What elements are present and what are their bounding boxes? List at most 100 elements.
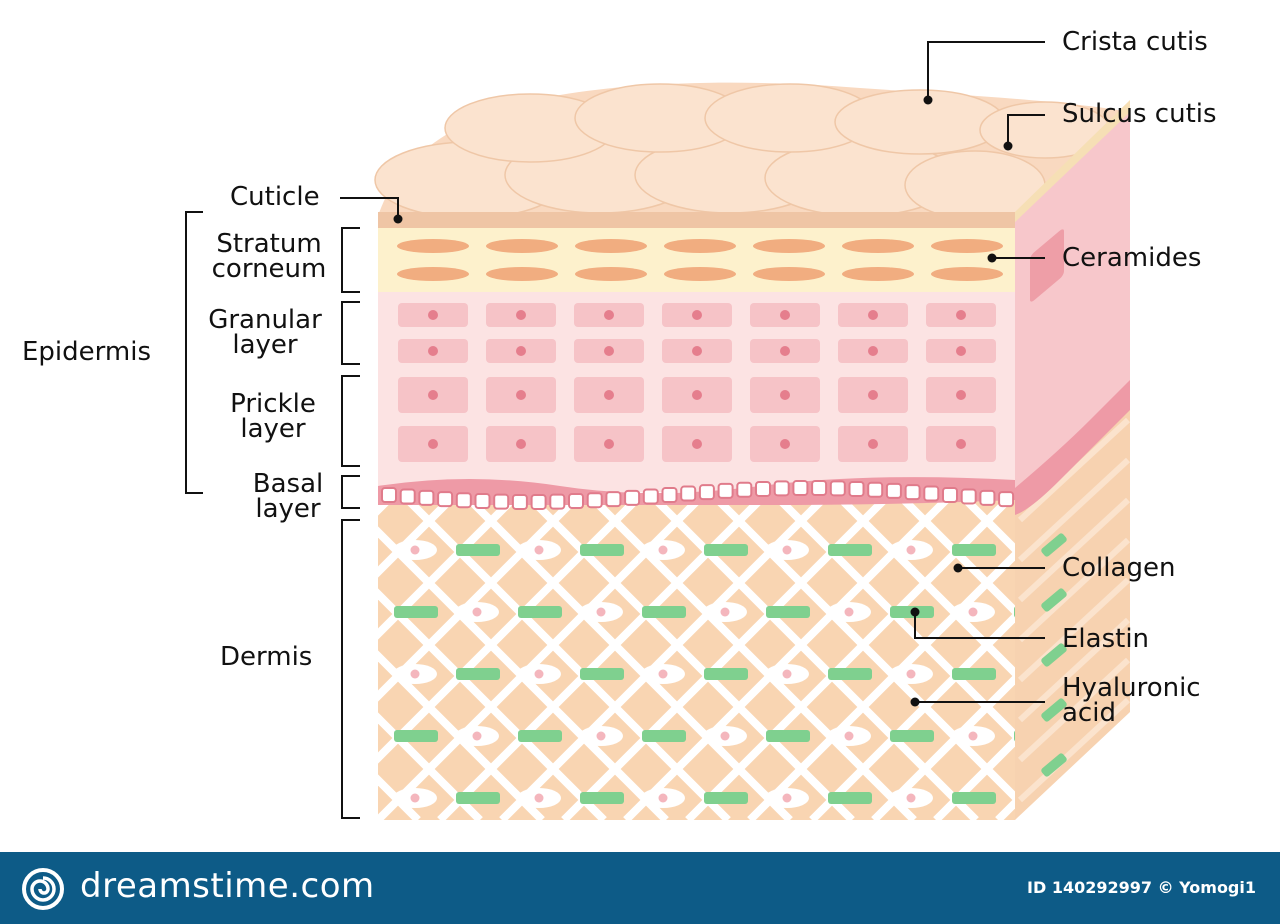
ceramide-cell <box>397 267 469 281</box>
cell-nucleus <box>428 390 438 400</box>
basal-cell <box>792 480 809 497</box>
hyaluronic-nucleus <box>472 607 482 617</box>
elastin-fiber <box>704 544 748 556</box>
elastin-fiber <box>580 792 624 804</box>
dermis-cells <box>393 540 1015 808</box>
hyaluronic-nucleus <box>720 607 730 617</box>
ceramide-cell <box>753 267 825 281</box>
cell-nucleus <box>428 439 438 449</box>
cell-nucleus <box>516 346 526 356</box>
collagen-fiber <box>1184 470 1280 820</box>
cell-nucleus <box>692 439 702 449</box>
basal-cell <box>642 488 659 505</box>
collagen-fiber <box>0 470 108 820</box>
label-hyaluronic-acid: Hyaluronic acid <box>1062 673 1201 728</box>
cell-nucleus <box>780 346 790 356</box>
basal-cell <box>605 491 622 508</box>
basal-cell <box>511 493 528 510</box>
basal-cell <box>942 487 958 503</box>
hyaluronic-nucleus <box>596 607 606 617</box>
hyaluronic-nucleus <box>534 669 544 679</box>
basal-cell <box>904 484 921 501</box>
ceramide-cell <box>753 239 825 253</box>
cell-nucleus <box>516 439 526 449</box>
label-elastin: Elastin <box>1062 624 1150 654</box>
basal-cell <box>568 493 584 510</box>
collagen-fiber <box>437 483 793 820</box>
cell-nucleus <box>956 346 966 356</box>
basal-cell <box>811 480 828 497</box>
cell-nucleus <box>604 310 614 320</box>
basal-cell <box>549 493 566 510</box>
leader-lines <box>185 41 1045 819</box>
collagen-fiber <box>871 483 1015 820</box>
collagen-fiber <box>1017 537 1130 643</box>
collagen-fiber <box>0 470 46 820</box>
elastin-fiber <box>828 668 872 680</box>
collagen-fiber <box>1017 697 1130 803</box>
collagen-fiber <box>1017 457 1130 563</box>
hyaluronic-nucleus <box>782 545 792 555</box>
basal-cell <box>867 481 884 498</box>
elastin-fiber <box>704 668 748 680</box>
collagen-fiber <box>1017 617 1130 723</box>
hyaluronic-nucleus <box>658 545 668 555</box>
collagen-fiber <box>378 483 545 820</box>
cell-nucleus <box>956 439 966 449</box>
elastin-fiber <box>1041 588 1067 612</box>
hyaluronic-nucleus <box>410 793 420 803</box>
cell-nucleus <box>516 310 526 320</box>
cell-nucleus <box>868 439 878 449</box>
cell-nucleus <box>956 390 966 400</box>
collagen-fiber <box>1017 657 1130 763</box>
basal-cell <box>474 493 491 510</box>
collagen-fiber <box>378 483 607 820</box>
basal-cell <box>586 492 603 509</box>
cell-nucleus <box>692 310 702 320</box>
collagen-fiber <box>0 470 170 820</box>
elastin-fiber <box>394 730 438 742</box>
side-face <box>1015 100 1130 820</box>
collagen-fiber <box>623 483 979 820</box>
collagen-fiber <box>0 470 232 820</box>
collagen-fiber <box>378 483 669 820</box>
cell-nucleus <box>604 390 614 400</box>
collagen-fiber <box>1017 417 1130 523</box>
cell-nucleus <box>428 310 438 320</box>
basal-cell <box>399 488 416 505</box>
hyaluronic-nucleus <box>534 545 544 555</box>
basal-cell <box>848 480 865 497</box>
brand-name[interactable]: dreamstime.com <box>80 866 375 906</box>
hyaluronic-nucleus <box>968 731 978 741</box>
collagen-fiber <box>0 470 232 820</box>
ceramide-cell <box>931 239 1003 253</box>
skin-surface <box>374 82 1130 222</box>
cell-nucleus <box>428 346 438 356</box>
collagen-fiber <box>0 470 46 820</box>
cell-nucleus <box>868 346 878 356</box>
hyaluronic-nucleus <box>658 793 668 803</box>
hyaluronic-nucleus <box>906 793 916 803</box>
cell-nucleus <box>780 390 790 400</box>
elastin-fiber <box>518 730 562 742</box>
label-collagen: Collagen <box>1062 553 1176 583</box>
elastin-fiber <box>952 668 996 680</box>
label-basal-layer: Basal layer <box>252 469 324 524</box>
skin-diagram: Crista cutis Sulcus cutis Cuticle Cerami… <box>0 29 1280 820</box>
label-stratum-corneum: Stratum corneum <box>211 229 327 284</box>
collagen-fiber <box>1246 470 1280 820</box>
elastin-fiber <box>1041 753 1067 777</box>
hyaluronic-nucleus <box>906 669 916 679</box>
elastin-fiber <box>642 730 686 742</box>
collagen-fiber <box>378 483 545 820</box>
elastin-fiber <box>766 606 810 618</box>
basal-cell <box>717 482 734 499</box>
ceramide-cell <box>842 267 914 281</box>
cell-nucleus <box>780 310 790 320</box>
footer-bar: dreamstime.com ID 140292997 © Yomogi1 <box>0 852 1280 924</box>
basal-cell <box>885 482 902 499</box>
ceramide-cell <box>931 267 1003 281</box>
basal-cell <box>979 489 996 506</box>
label-epidermis: Epidermis <box>22 337 151 367</box>
ceramide-cell <box>842 239 914 253</box>
